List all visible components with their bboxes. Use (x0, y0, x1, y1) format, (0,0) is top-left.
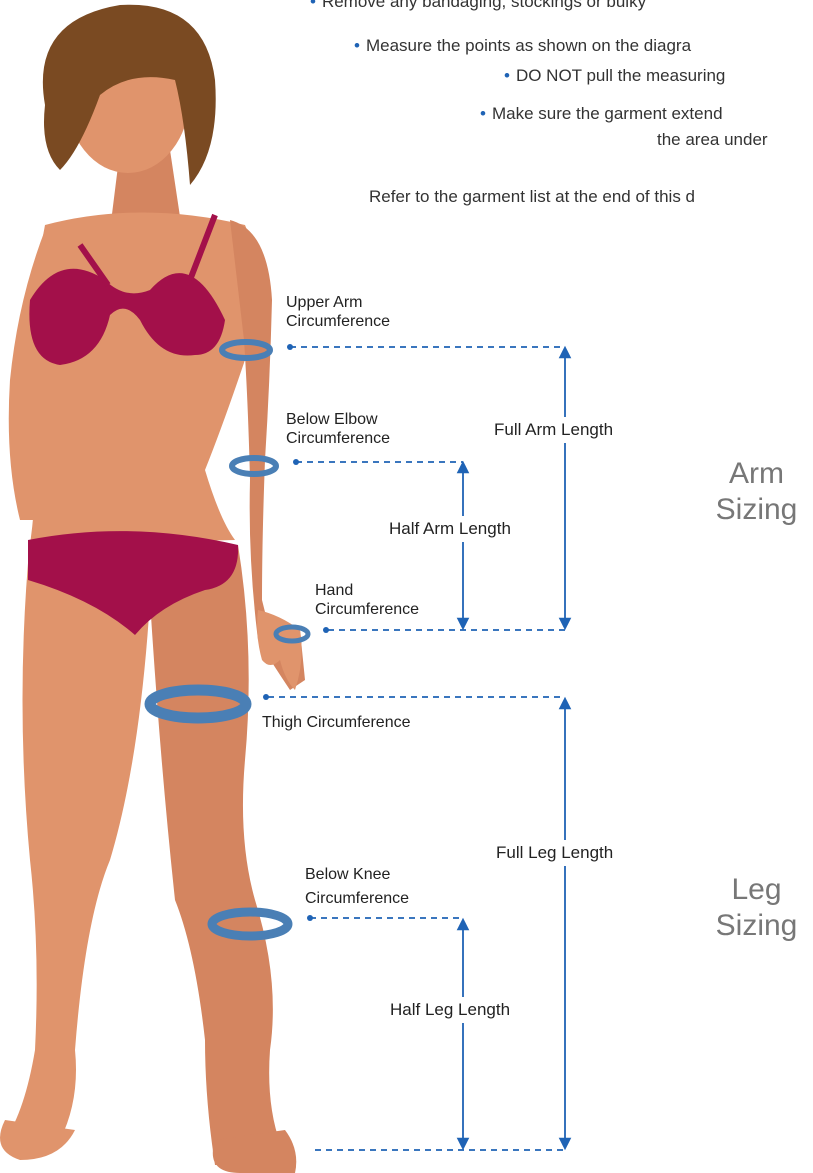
half-arm-length-label: Half Arm Length (389, 516, 511, 542)
thigh-label: Thigh Circumference (262, 713, 411, 732)
full-arm-length-label: Full Arm Length (494, 417, 613, 443)
full-leg-length-label: Full Leg Length (496, 840, 613, 866)
woman-figure (0, 5, 305, 1173)
length-arrows (463, 352, 565, 1144)
guide-lines (268, 347, 565, 1150)
half-leg-length-label: Half Leg Length (390, 997, 510, 1023)
